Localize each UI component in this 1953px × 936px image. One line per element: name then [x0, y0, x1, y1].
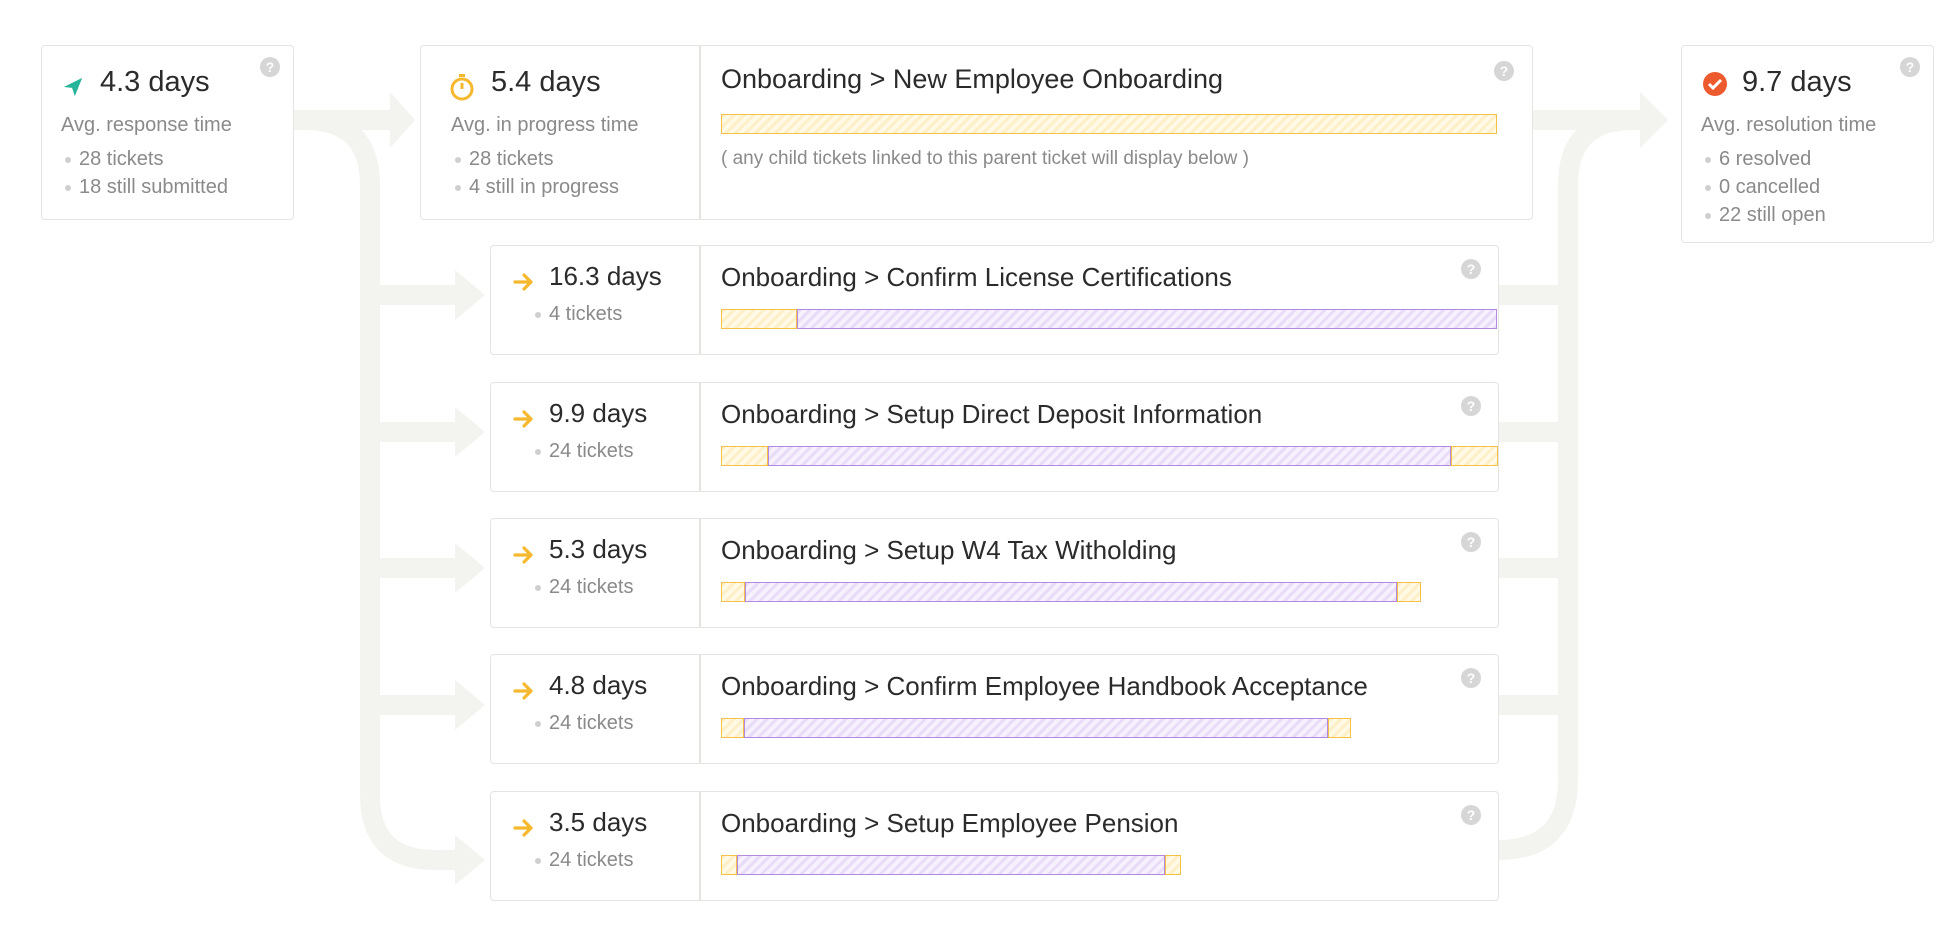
arrow-right-icon: [513, 818, 535, 843]
child-stats: 24 tickets: [531, 846, 633, 874]
child-ticket-card[interactable]: 9.9 days 24 tickets Onboarding > Setup D…: [490, 382, 1499, 492]
child-ticket-card[interactable]: 5.3 days 24 tickets Onboarding > Setup W…: [490, 518, 1499, 628]
child-progress-bar: [721, 855, 1497, 877]
in-progress-label: Avg. in progress time: [451, 114, 639, 136]
resolution-stats: 6 resolved 0 cancelled 22 still open: [1701, 145, 1826, 229]
parent-progress-bar: [721, 114, 1497, 136]
child-avg-time: 16.3 days: [549, 261, 662, 291]
response-time-card: 4.3 days Avg. response time 28 tickets 1…: [41, 45, 294, 220]
response-stats: 28 tickets 18 still submitted: [61, 145, 228, 201]
help-icon[interactable]: ?: [1461, 396, 1481, 416]
child-avg-time: 5.3 days: [549, 534, 648, 564]
bar-segment-waiting: [1451, 446, 1498, 466]
card-divider: [699, 383, 701, 491]
arrow-right-icon: [513, 681, 535, 706]
child-stats: 24 tickets: [531, 573, 633, 601]
bar-segment-waiting: [721, 309, 797, 329]
stat-item: 28 tickets: [61, 145, 228, 173]
bar-segment-waiting: [721, 582, 745, 602]
child-avg-time: 3.5 days: [549, 807, 648, 837]
stat-item: 22 still open: [1701, 201, 1826, 229]
bar-segment-active: [737, 855, 1165, 875]
stat-item: 0 cancelled: [1701, 173, 1826, 201]
bar-segment-waiting: [1397, 582, 1421, 602]
help-icon[interactable]: ?: [1461, 805, 1481, 825]
child-tickets-note: ( any child tickets linked to this paren…: [721, 148, 1250, 169]
bar-segment-waiting: [721, 855, 737, 875]
child-ticket-title[interactable]: Onboarding > Setup Direct Deposit Inform…: [721, 399, 1263, 429]
check-circle-icon: [1702, 71, 1728, 102]
help-icon[interactable]: ?: [1461, 668, 1481, 688]
child-avg-time: 4.8 days: [549, 670, 648, 700]
in-progress-stats: 28 tickets 4 still in progress: [451, 145, 619, 201]
child-progress-bar: [721, 718, 1497, 740]
stat-item: 18 still submitted: [61, 173, 228, 201]
help-icon[interactable]: ?: [1900, 57, 1920, 77]
card-divider: [699, 792, 701, 900]
stat-item: 4 tickets: [531, 300, 622, 328]
card-divider: [699, 246, 701, 354]
child-ticket-card[interactable]: 4.8 days 24 tickets Onboarding > Confirm…: [490, 654, 1499, 764]
arrow-right-icon: [513, 409, 535, 434]
response-time-value: 4.3 days: [100, 66, 210, 98]
parent-bar-segment: [721, 114, 1497, 134]
child-ticket-title[interactable]: Onboarding > Confirm Employee Handbook A…: [721, 671, 1368, 701]
child-ticket-title[interactable]: Onboarding > Confirm License Certificati…: [721, 262, 1232, 292]
resolution-time-card: 9.7 days Avg. resolution time 6 resolved…: [1681, 45, 1934, 243]
resolution-time-label: Avg. resolution time: [1701, 114, 1877, 136]
child-ticket-title[interactable]: Onboarding > Setup W4 Tax Witholding: [721, 535, 1177, 565]
help-icon[interactable]: ?: [260, 57, 280, 77]
child-progress-bar: [721, 446, 1498, 468]
card-divider: [699, 46, 701, 219]
send-icon: [62, 76, 84, 103]
bar-segment-active: [797, 309, 1497, 329]
child-stats: 24 tickets: [531, 437, 633, 465]
bar-segment-active: [745, 582, 1397, 602]
child-progress-bar: [721, 309, 1497, 331]
help-icon[interactable]: ?: [1494, 61, 1514, 81]
child-stats: 24 tickets: [531, 709, 633, 737]
stat-item: 24 tickets: [531, 846, 633, 874]
arrow-right-icon: [513, 545, 535, 570]
bar-segment-waiting: [1165, 855, 1181, 875]
child-avg-time: 9.9 days: [549, 398, 648, 428]
bar-segment-active: [768, 446, 1451, 466]
help-icon[interactable]: ?: [1461, 532, 1481, 552]
stat-item: 6 resolved: [1701, 145, 1826, 173]
bar-segment-active: [744, 718, 1328, 738]
stat-item: 4 still in progress: [451, 173, 619, 201]
in-progress-value: 5.4 days: [491, 66, 601, 98]
resolution-time-value: 9.7 days: [1742, 66, 1852, 98]
bar-segment-waiting: [1328, 718, 1351, 738]
stat-item: 24 tickets: [531, 573, 633, 601]
in-progress-card: 5.4 days Avg. in progress time 28 ticket…: [420, 45, 1533, 220]
parent-ticket-title[interactable]: Onboarding > New Employee Onboarding: [721, 64, 1224, 94]
stat-item: 24 tickets: [531, 437, 633, 465]
stat-item: 28 tickets: [451, 145, 619, 173]
card-divider: [699, 519, 701, 627]
stopwatch-icon: [449, 73, 475, 106]
help-icon[interactable]: ?: [1461, 259, 1481, 279]
bar-segment-waiting: [721, 718, 744, 738]
stat-item: 24 tickets: [531, 709, 633, 737]
child-ticket-title[interactable]: Onboarding > Setup Employee Pension: [721, 808, 1179, 838]
bar-segment-waiting: [721, 446, 768, 466]
child-stats: 4 tickets: [531, 300, 622, 328]
response-time-label: Avg. response time: [61, 114, 232, 136]
arrow-right-icon: [513, 272, 535, 297]
child-progress-bar: [721, 582, 1497, 604]
child-ticket-card[interactable]: 3.5 days 24 tickets Onboarding > Setup E…: [490, 791, 1499, 901]
card-divider: [699, 655, 701, 763]
child-ticket-card[interactable]: 16.3 days 4 tickets Onboarding > Confirm…: [490, 245, 1499, 355]
